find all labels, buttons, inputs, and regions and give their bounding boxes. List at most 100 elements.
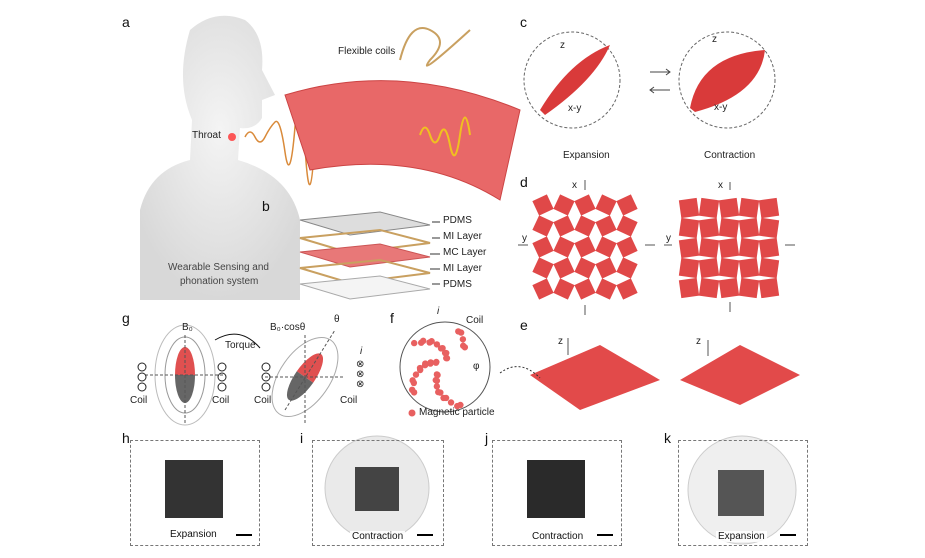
grid-tile [595,257,617,279]
grid-tile [758,237,780,259]
e-z-label: z [558,336,563,347]
grid-tile [678,277,700,299]
grid-tile [718,257,740,279]
panel-label-g: g [122,310,130,326]
magnetic-particle [421,361,429,369]
system-label-line1: Wearable Sensing and [168,262,269,273]
magnetic-particle [433,341,441,348]
panel-label-b: b [262,198,270,214]
grid-tile [718,217,740,239]
d-y-label: y [522,233,527,244]
magnetic-particle [437,345,445,352]
magnetic-particle [433,383,441,390]
grid-tile [738,237,760,259]
layer-label: PDMS [443,215,472,226]
magnetic-particle [441,349,449,357]
b0-cos-label: B₀·cosθ [270,322,306,333]
f-current-label: i [437,306,440,317]
auxetic-grid-expanded [532,194,638,300]
coil-label: Coil [340,395,358,406]
grid-tile [532,215,554,237]
grid-tile [698,197,720,219]
photo-h [130,440,260,546]
c-xy-label: x-y [714,102,728,113]
c-xy-label: x-y [568,103,582,114]
grid-tile [616,194,638,216]
coil-circle [399,321,491,413]
photo-i [312,440,444,546]
magnetic-particle [434,371,441,379]
grid-tile [532,194,554,216]
layer-pdms-top [299,211,431,236]
scale-bar [597,534,613,536]
magnetic-particle [412,371,420,378]
grid-tile [574,278,596,300]
coil-label: Coil [130,395,148,406]
legend-particle [408,409,416,417]
grid-tile [574,236,596,258]
c-z-label: z [560,40,565,51]
auxetic-grid-contracted [678,197,780,299]
connector-dotted [499,366,541,379]
photo-caption: Expansion [716,531,767,542]
panel-label-d: d [520,174,528,190]
magnetic-particle [459,336,467,343]
layer-mi-bottom [299,258,431,285]
grid-tile [553,236,575,258]
grid-tile [758,257,780,279]
grid-tile [532,236,554,258]
muscle-expansion-circle [523,31,621,129]
grid-tile [678,257,700,279]
panel-label-j: j [485,430,489,446]
sensor-patch [284,80,521,201]
scale-bar [780,534,796,536]
scale-bar [417,534,433,536]
magnet-diagram-rotated [261,329,345,425]
scale-bar [236,534,252,536]
d-y-label: y [666,233,671,244]
grid-tile [738,217,760,239]
torque-label: Torque [225,340,256,351]
grid-tile [718,197,740,219]
grid-tile [574,215,596,237]
photo-h-sample [165,460,223,518]
c-z-label: z [712,34,717,45]
contraction-label: Contraction [704,150,756,161]
sheet-expanded [530,345,660,410]
coil-label: Coil [212,395,230,406]
layer-mc [299,243,431,268]
grid-tile [698,217,720,239]
grid-tile [595,215,617,237]
grid-tile [758,277,780,299]
muscle-contraction [690,50,765,112]
phi-label: φ [473,361,480,372]
panel-label-h: h [122,430,130,446]
magnet-diagram-aligned [137,324,227,426]
coil-label: Coil [254,395,272,406]
panel-label-a: a [122,14,130,30]
photo-caption: Contraction [350,531,406,542]
sheet-contracted [680,345,800,405]
flexible-coil [399,27,471,67]
throat-label: Throat [192,130,221,141]
magnetic-particle [410,389,418,396]
magnetic-particle [459,342,467,349]
magnetic-particle [442,394,450,402]
magnetic-particle [455,328,462,335]
grid-tile [758,197,780,219]
grid-tile [698,237,720,259]
expansion-label: Expansion [563,150,610,161]
grid-tile [738,277,760,299]
magnetic-particle [433,377,441,384]
magnetic-particle [432,359,440,366]
photo-k [678,440,808,546]
grid-tile [678,197,700,219]
panel-label-c: c [520,14,527,30]
grid-tile [616,278,638,300]
layer-label: PDMS [443,279,472,290]
grid-tile [738,257,760,279]
grid-tile [553,278,575,300]
grid-tile [574,257,596,279]
